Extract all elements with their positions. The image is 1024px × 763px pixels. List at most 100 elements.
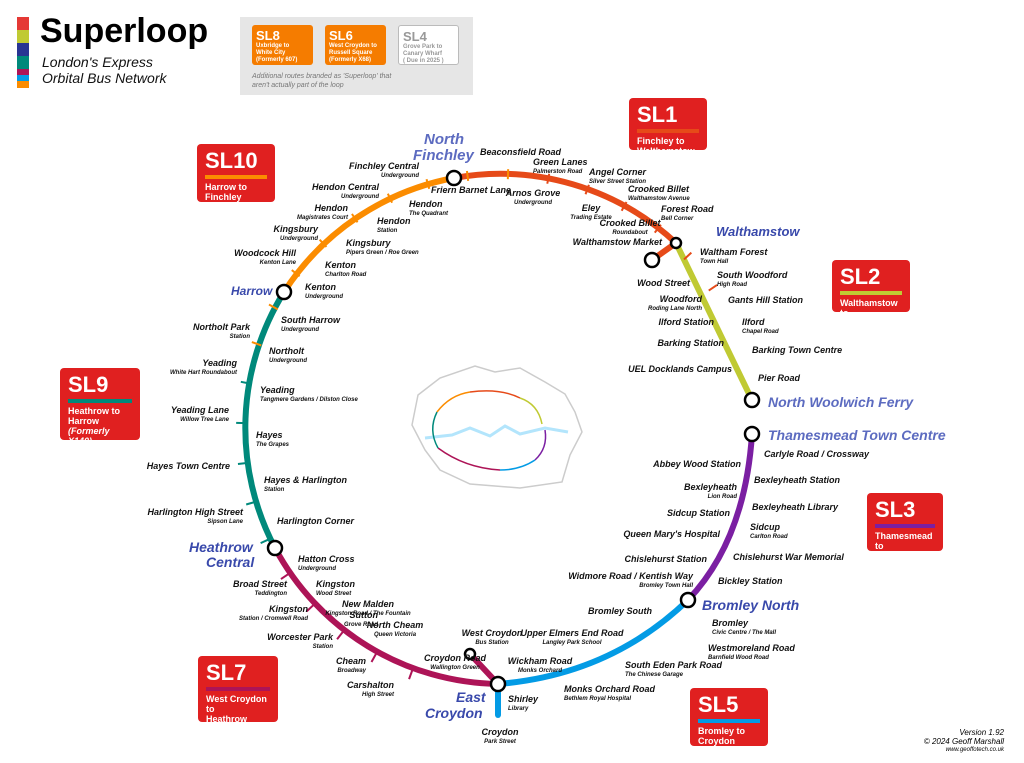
stop-label: Shirley [508,694,539,704]
stop-label: Bromley South [588,606,653,616]
stop-label: Queen Mary's Hospital [623,529,720,539]
route-box-sl6[interactable]: SL6 West Croydon to Russell Square (Form… [325,25,386,65]
stop-tick [280,572,290,580]
stop-label: Worcester Park [267,632,334,642]
stop-label: Hatton Cross [298,554,355,564]
route-box-sl3[interactable]: SL3 Thamesmead to Bromley [867,493,943,561]
stop-sublabel: Underground [269,358,307,364]
stop-label: Walthamstow Market [573,237,663,247]
stop-label: Woodford [660,294,703,304]
route-color-bar [205,175,267,179]
stop-label: Bexleyheath Library [752,502,839,512]
stop-label: Bexleyheath [684,482,738,492]
route-line: Harrow to [205,182,248,192]
stop-label: New Malden [342,599,395,609]
route-box-sl4[interactable]: SL4 Grove Park to Canary Wharf ( Due in … [398,25,459,65]
stop-label: Cheam [336,656,366,666]
stop-label: Yeading [260,385,295,395]
route-line: Thamesmead to [875,531,933,551]
route-box-sl5[interactable]: SL5 Bromley to Croydon [690,688,768,746]
hub-label-harrow: Harrow [231,284,273,298]
stop-sublabel: Underground [381,173,419,179]
subtitle-line-1: London's Express [42,54,153,70]
route-line: Finchley to [637,136,685,146]
route-box-sl7[interactable]: SL7 West Croydon to Heathrow (Formerly X… [198,656,278,734]
brand-stripe-2 [17,30,29,43]
stop-label: Gants Hill Station [728,295,804,305]
stop-sublabel: Underground [305,294,343,300]
hub-west-croydon [463,647,477,661]
inset-loop-sl5 [499,459,536,471]
hub-label-east-croydon-2: Croydon [425,705,483,721]
stop-label: Kenton [305,282,336,292]
stop-label: Ilford [742,317,765,327]
stop-tick [465,170,470,182]
stop-sublabel: Palmerston Road [533,169,583,175]
thames-river [424,424,569,440]
brand-stripe-4 [17,56,29,69]
stop-label: Forest Road [661,204,714,214]
stop-sublabel: Underground [341,194,379,200]
hub-label-north-woolwich: North Woolwich Ferry [768,394,914,410]
stop-label: Bromley [712,618,749,628]
route-line: (Formerly 607) [256,57,298,63]
stop-label: Abbey Wood Station [652,459,741,469]
hub-walthamstow-market [643,251,661,269]
additional-routes-note: Additional routes branded as 'Superloop'… [252,72,422,90]
hub-label-north-finchley-2: Finchley [413,147,475,164]
route-line: Walthamstow to [840,298,898,318]
route-line-sl2 [673,240,755,403]
stop-tick [251,341,262,347]
hub-walthamstow [669,236,683,250]
route-box-sl9[interactable]: SL9 Heathrow to Harrow (Formerly X140) [60,368,140,446]
route-code: SL3 [875,497,916,522]
hub-bromley-north [679,591,697,609]
stop-sublabel: Bromley Town Hall [639,583,693,589]
route-code: SL7 [206,660,247,685]
stop-label: Ilford Station [659,317,715,327]
hub-label-north-finchley-1: North [424,131,464,148]
stop-label: Kingsbury [346,238,391,248]
stop-sublabel: Underground [281,327,319,333]
brand-stripe-7 [17,81,29,88]
stop-label: Wood Street [637,278,691,288]
stop-label: Upper Elmers End Road [520,628,624,638]
route-box-sl2[interactable]: SL2 Walthamstow to North Woolwich [832,260,910,338]
stop-label: Croydon [482,727,520,737]
stop-tick [336,630,345,640]
stop-sublabel: Charlton Road [325,272,367,278]
stop-label: Wickham Road [508,656,573,666]
stop-tick [245,500,257,506]
route-line: (Formerly X68) [329,57,372,63]
route-line: Finchley [205,192,242,202]
route-box-sl8[interactable]: SL8 Uxbridge to White City (Formerly 607… [252,25,313,65]
stop-label: Monks Orchard Road [564,684,656,694]
route-code: SL9 [68,372,109,397]
route-line: White City [256,50,286,56]
brand-stripe-1 [17,17,29,30]
route-color-bar [68,399,132,403]
stop-sublabel: Broadway [337,668,366,674]
stop-label: Northolt Park [193,322,251,332]
route-box-sl1[interactable]: SL1 Finchley to Walthamstow [629,98,707,156]
route-line: North Woolwich [840,318,882,338]
stop-label: Hayes [256,430,283,440]
stop-label: Kingston [269,604,308,614]
inset-loop-sl2 [519,397,543,425]
route-color-bar [875,524,935,528]
stop-tick [653,224,662,234]
stop-sublabel: Library [508,706,529,712]
stop-sublabel: The Grapes [256,442,290,448]
stop-label: Harlington Corner [277,516,354,526]
route-line: (Formerly X140) [68,426,110,446]
subtitle-line-2: Orbital Bus Network [42,70,167,86]
stop-sublabel: Pipers Green / Roe Green [346,250,419,256]
stop-sublabel: Park Street [484,739,517,745]
route-box-sl10[interactable]: SL10 Harrow to Finchley [197,144,275,202]
stop-sublabel: Roding Lane North [648,306,702,312]
stop-label: Bickley Station [718,576,783,586]
stop-sublabel: Underground [298,566,336,572]
stop-sublabel: Bus Station [475,640,509,646]
route-code: SL5 [698,692,739,717]
stop-tick [268,303,279,311]
